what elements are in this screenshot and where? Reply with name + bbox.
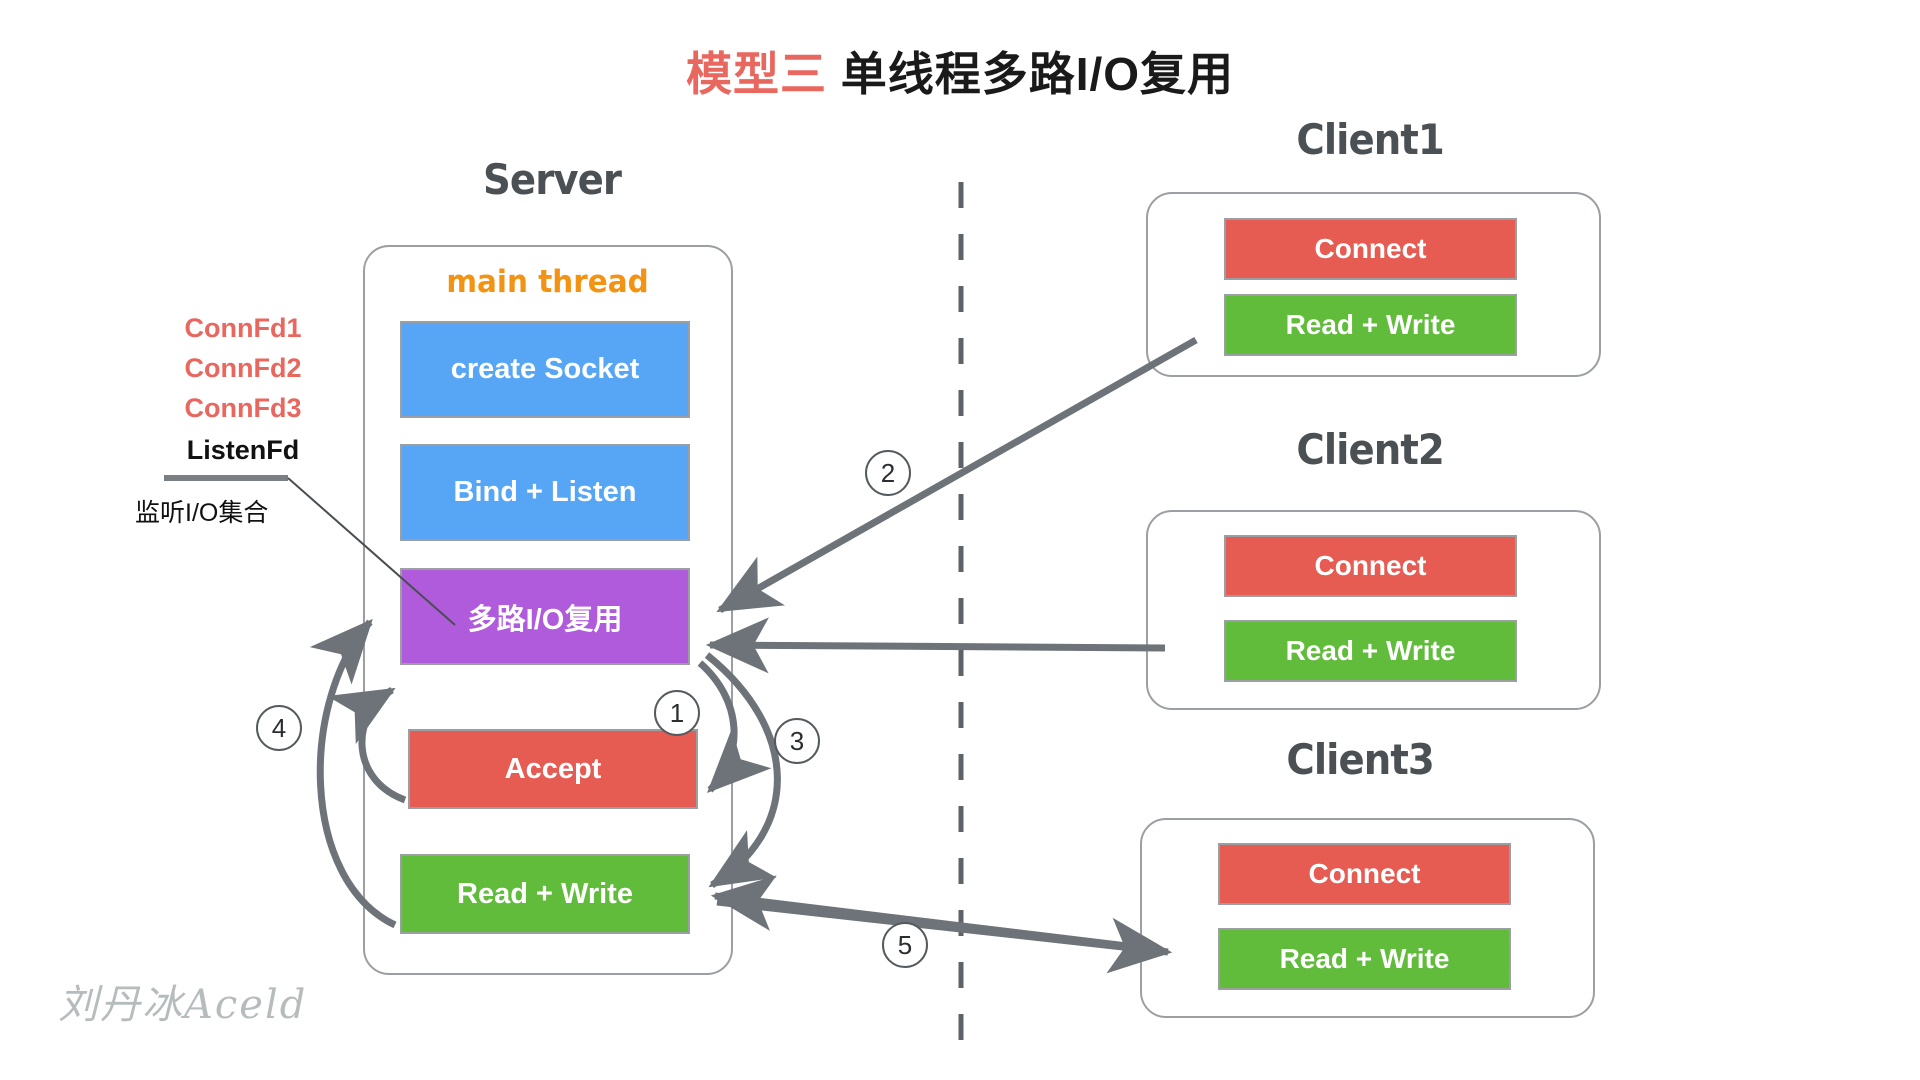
fd-label-connfd2: ConnFd2: [184, 353, 302, 383]
arrow-client3-to-server: [710, 875, 1161, 954]
server-step-bind-listen[interactable]: Bind + Listen: [400, 444, 690, 541]
client3-read-write-box[interactable]: Read + Write: [1218, 928, 1511, 990]
page-title: 模型三 单线程多路I/O复用: [0, 38, 1920, 104]
fd-set-caption: 监听I/O集合: [135, 499, 269, 527]
server-step-accept[interactable]: Accept: [408, 729, 698, 809]
arrow-client1-to-server: [716, 336, 1198, 614]
fd-label-connfd3: ConnFd3: [184, 393, 302, 423]
server-step-create-socket[interactable]: create Socket: [400, 321, 690, 418]
step-circle-5: 5: [882, 922, 928, 968]
step-circle-3: 3: [774, 718, 820, 764]
server-step-read-write[interactable]: Read + Write: [400, 854, 690, 934]
arrow-client2-to-server: [705, 617, 1166, 674]
step-circle-4: 4: [256, 705, 302, 751]
fd-label-connfd1: ConnFd1: [184, 313, 302, 343]
client2-read-write-box[interactable]: Read + Write: [1224, 620, 1517, 682]
client1-heading: Client1: [1296, 115, 1444, 164]
server-step-io-multiplexing[interactable]: 多路I/O复用: [400, 568, 690, 665]
client2-connect-box[interactable]: Connect: [1224, 535, 1517, 597]
page-title-accent: 模型三: [685, 48, 827, 100]
client1-connect-box[interactable]: Connect: [1224, 218, 1517, 280]
fd-label-listenfd: ListenFd: [186, 435, 300, 465]
client3-heading: Client3: [1286, 735, 1434, 784]
step-circle-2: 2: [865, 450, 911, 496]
arrow-server-to-client3: [716, 898, 1173, 974]
client1-read-write-box[interactable]: Read + Write: [1224, 294, 1517, 356]
server-heading: Server: [483, 155, 622, 204]
main-thread-label: main thread: [446, 264, 649, 300]
author-signature: 刘丹冰Aceld: [58, 982, 308, 1028]
client3-connect-box[interactable]: Connect: [1218, 843, 1511, 905]
step-circle-1: 1: [654, 690, 700, 736]
client2-heading: Client2: [1296, 425, 1444, 474]
page-title-rest: 单线程多路I/O复用: [826, 48, 1235, 100]
